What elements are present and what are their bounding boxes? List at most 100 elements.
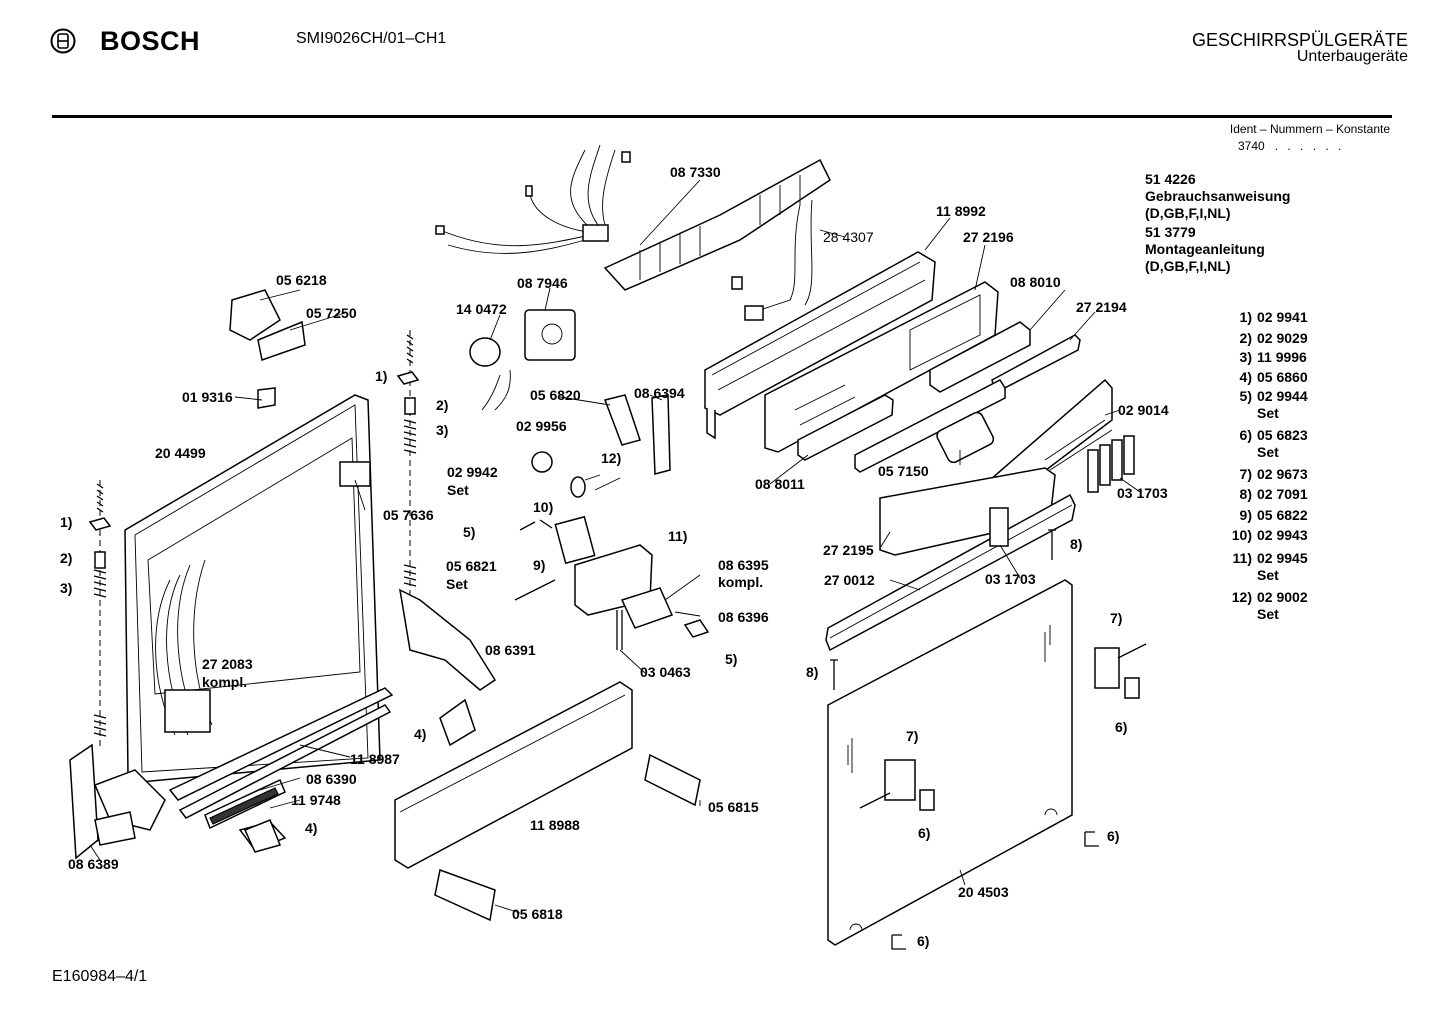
legend-part: 05 6860 — [1257, 369, 1308, 385]
part-label: 05 7636 — [383, 507, 434, 523]
part-label: 08 6394 — [634, 385, 685, 401]
callout: 4) — [305, 820, 318, 836]
doc-title-1: Gebrauchsanweisung — [1145, 188, 1291, 204]
legend-part: 02 9029 — [1257, 330, 1308, 346]
callout: 6) — [918, 825, 931, 841]
legend-part: 02 9943 — [1257, 527, 1308, 543]
callout: 7) — [906, 728, 919, 744]
control-module-icon — [603, 158, 831, 321]
part-label: kompl. — [718, 574, 764, 590]
bosch-logo-icon — [50, 28, 76, 54]
model-number: SMI9026CH/01–CH1 — [296, 30, 447, 47]
part-label: 11 8992 — [936, 203, 986, 219]
part-label: 27 2196 — [963, 229, 1014, 245]
callout: 8) — [1070, 536, 1083, 552]
legend-num: 12) — [1231, 589, 1252, 605]
part-label: 11 8987 — [350, 751, 400, 767]
part-label: 05 6818 — [512, 906, 563, 922]
part-label: 08 6395 — [718, 557, 769, 573]
part-label: 27 2083 — [202, 656, 253, 672]
part-label: 03 1703 — [1117, 485, 1168, 501]
legend-num: 3) — [1239, 349, 1252, 365]
ident-number: 3740 — [1238, 139, 1265, 153]
legend-part: 05 6822 — [1257, 507, 1308, 523]
legend-note: Set — [1257, 606, 1279, 622]
part-label: 02 9956 — [516, 418, 567, 434]
legend-num: 9) — [1239, 507, 1252, 523]
legend-num: 6) — [1239, 427, 1252, 443]
part-label: 03 0463 — [640, 664, 691, 680]
doc-langs-1: (D,GB,F,I,NL) — [1145, 205, 1231, 221]
legend-num: 2) — [1239, 330, 1252, 346]
subcategory-title: Unterbaugeräte — [1296, 48, 1408, 65]
callout: 12) — [601, 450, 622, 466]
part-label: 28 4307 — [823, 229, 874, 245]
part-label: 27 2194 — [1076, 299, 1127, 315]
part-label: Set — [446, 576, 468, 592]
kick-plate-icon — [394, 681, 633, 869]
callout: 6) — [1115, 719, 1128, 735]
legend-note: Set — [1257, 567, 1279, 583]
callout: 1) — [60, 514, 73, 530]
door-panel-icon — [827, 579, 1073, 946]
part-label: 05 6820 — [530, 387, 581, 403]
callout: 2) — [60, 550, 73, 566]
doc-langs-2: (D,GB,F,I,NL) — [1145, 258, 1231, 274]
callout: 3) — [60, 580, 73, 596]
legend-part: 05 6823 — [1257, 427, 1308, 443]
ident-label: Ident – Nummern – Konstante — [1229, 122, 1390, 136]
header-divider — [52, 115, 1392, 118]
legend-num: 8) — [1239, 486, 1252, 502]
legend-num: 11) — [1232, 550, 1252, 566]
part-label: 02 9942 — [447, 464, 498, 480]
callout: 2) — [436, 397, 449, 413]
legend-part: 02 9944 — [1257, 388, 1308, 404]
doc-title-2: Montageanleitung — [1145, 241, 1265, 257]
callout: 11) — [668, 528, 688, 544]
ident-value: 3740 . . . . . . — [1238, 139, 1344, 153]
part-label: 08 6391 — [485, 642, 536, 658]
legend-num: 7) — [1239, 466, 1252, 482]
legend-note: Set — [1257, 405, 1279, 421]
callout: 3) — [436, 422, 449, 438]
part-label: 05 6821 — [446, 558, 497, 574]
callout: 7) — [1110, 610, 1123, 626]
legend-num: 5) — [1239, 388, 1252, 404]
part-label: 08 7330 — [670, 164, 721, 180]
hinge-icon — [69, 743, 99, 860]
legend-num: 4) — [1239, 369, 1252, 385]
part-label: 03 1703 — [985, 571, 1036, 587]
legend-num: 1) — [1239, 309, 1252, 325]
legend-part: 02 9941 — [1257, 309, 1308, 325]
drawing-code: E160984–4/1 — [52, 968, 148, 985]
part-label: 05 6815 — [708, 799, 759, 815]
callout: 4) — [414, 726, 427, 742]
part-label: 05 7250 — [306, 305, 357, 321]
part-label: 27 2195 — [823, 542, 874, 558]
doc-number-2: 51 3779 — [1145, 224, 1196, 240]
ident-dots: . . . . . . — [1274, 139, 1345, 153]
part-label: 08 7946 — [517, 275, 568, 291]
rail-icon — [825, 493, 1076, 652]
legend-part: 02 9945 — [1257, 550, 1308, 566]
part-label: 08 8010 — [1010, 274, 1061, 290]
connector-block-icon — [1087, 435, 1135, 493]
callout: 9) — [533, 557, 546, 573]
legend-part: 02 9673 — [1257, 466, 1308, 482]
callout: 8) — [806, 664, 819, 680]
callout: 10) — [533, 499, 554, 515]
part-label: 08 6390 — [306, 771, 357, 787]
doc-number-1: 51 4226 — [1145, 171, 1196, 187]
motor-icon — [469, 309, 576, 411]
part-label: 08 6389 — [68, 856, 119, 872]
part-label: 02 9014 — [1118, 402, 1169, 418]
wiring-harness-icon — [435, 144, 631, 254]
callout: 6) — [1107, 828, 1120, 844]
brand-name: BOSCH — [100, 26, 201, 56]
part-label: 11 8988 — [530, 817, 580, 833]
part-label: 27 0012 — [824, 572, 875, 588]
part-label: 14 0472 — [456, 301, 507, 317]
button-strip-icon — [929, 321, 1031, 393]
legend-part: 02 9002 — [1257, 589, 1308, 605]
part-label: kompl. — [202, 674, 248, 690]
